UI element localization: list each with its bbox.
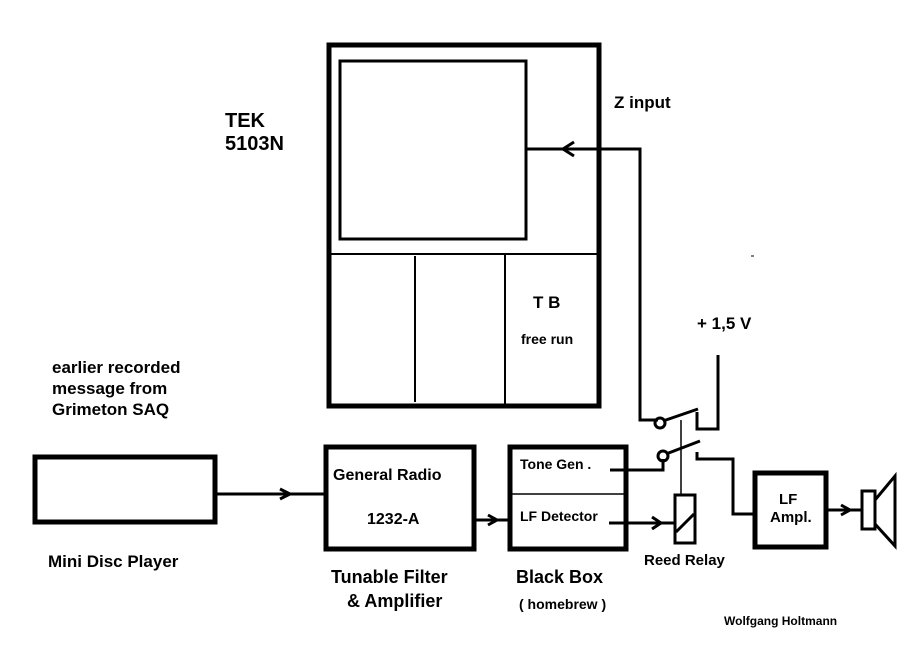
- source-note-line3: Grimeton SAQ: [52, 400, 170, 419]
- filter-box: [323, 444, 477, 552]
- filter-model: 1232-A: [367, 511, 420, 528]
- filter-make: General Radio: [333, 467, 442, 484]
- oscilloscope-frame: [326, 42, 602, 409]
- source-note-line1: earlier recorded: [52, 358, 181, 377]
- amp-input-wire: [695, 452, 754, 516]
- lf-amplifier-box: [752, 470, 829, 550]
- reed-relay-contact: [674, 512, 696, 534]
- mini-disc-player-box: [32, 454, 218, 525]
- tone-wire: [610, 459, 665, 472]
- filter-caption-line2: & Amplifier: [347, 591, 443, 611]
- timebase-label: T B: [533, 293, 561, 312]
- crt-screen: [338, 59, 528, 241]
- lf-amp-line1: LF: [779, 491, 798, 508]
- arrow-icon: [651, 515, 664, 531]
- reed-relay-label: Reed Relay: [644, 552, 725, 569]
- arrow-icon: [487, 513, 501, 527]
- filter-caption-line1: Tunable Filter: [331, 567, 448, 587]
- switch-1-pivot: [653, 416, 667, 430]
- black-box-subcaption: ( homebrew ): [519, 596, 607, 612]
- z-input-wire: [526, 147, 658, 422]
- z-input-label: Z input: [614, 93, 671, 112]
- lf-detector-label: LF Detector: [520, 508, 598, 524]
- black-box-caption: Black Box: [516, 567, 604, 587]
- switch-2-blade: [665, 439, 701, 456]
- black-box: [507, 444, 629, 552]
- loudspeaker-icon: [860, 471, 897, 550]
- scope-model-line1: TEK: [225, 110, 265, 132]
- scope-model-line2: 5103N: [225, 133, 284, 155]
- source-note-line2: message from: [52, 379, 168, 398]
- reed-relay-coil: [673, 493, 697, 545]
- tone-generator-label: Tone Gen .: [520, 456, 592, 472]
- timebase-mode: free run: [521, 331, 574, 347]
- power-label: + 1,5 V: [697, 314, 752, 333]
- switch-1-blade: [662, 407, 699, 423]
- lf-amp-line2: Ampl.: [770, 509, 812, 526]
- mini-disc-player-label: Mini Disc Player: [48, 552, 179, 571]
- z-input-arrow-icon: [560, 140, 575, 158]
- arrow-icon: [840, 503, 854, 517]
- author-credit: Wolfgang Holtmann: [724, 614, 838, 628]
- power-wire: [695, 355, 720, 431]
- arrow-icon: [279, 487, 294, 501]
